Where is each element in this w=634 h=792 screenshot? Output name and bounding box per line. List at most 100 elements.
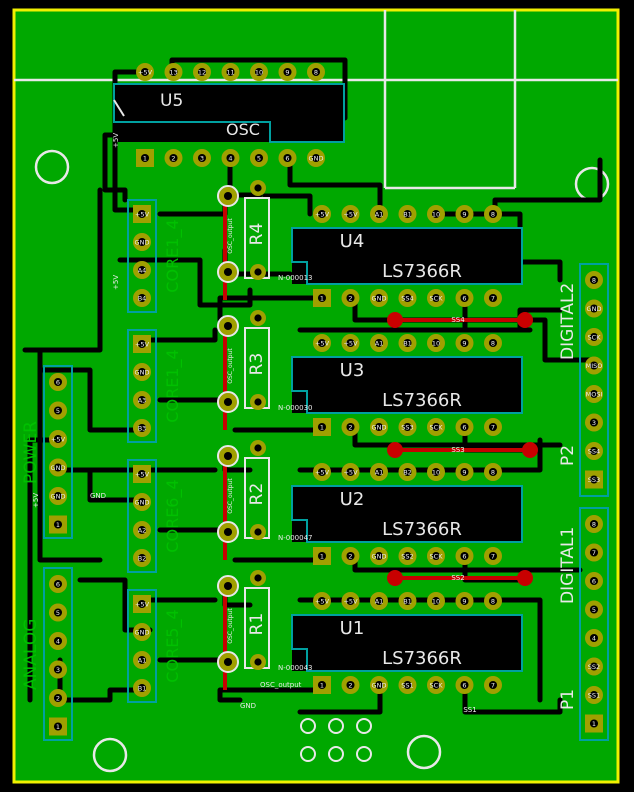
pad-hole [317,551,327,561]
pad-label: GND [587,305,602,313]
pad-hole [254,268,262,276]
pad-hole [254,314,262,322]
pad-hole [589,475,599,484]
pad-label: 6 [462,682,466,690]
pad: 1 [49,515,67,534]
pad-label: 10 [432,340,440,348]
pad-hole [460,293,469,303]
pad-hole [137,497,147,507]
pad: +5V [341,334,360,352]
pad-label: 1 [320,424,324,432]
ss-net-label: SS4 [451,316,465,324]
pad: +5V [49,430,67,448]
pad-hole [488,209,498,219]
pad-hole [374,209,384,219]
pad: 7 [585,543,603,562]
pad-label: 9 [462,598,466,606]
pad-label: SS4 [588,448,600,456]
power-outline [43,365,73,539]
pad-label: 8 [592,521,596,529]
u5-notch [113,99,125,117]
pad-hole [460,422,469,432]
pad-label: GND [135,369,150,377]
pad: SS4 [398,289,417,307]
pad: +5V [313,463,331,481]
pad-label: 2 [56,695,60,703]
pad-hole [169,67,178,77]
pad-hole [488,551,498,561]
via-hole [390,573,400,583]
pad [250,180,266,196]
pad-hole [223,657,233,667]
pad: B2 [398,463,417,481]
pad-hole [460,467,469,477]
pad-label: 7 [491,682,495,690]
pad-hole [431,293,441,303]
pad-label: B1 [403,340,412,348]
pad-hole [254,574,262,582]
pad: A1 [370,205,388,223]
pad-label: +5V [51,436,66,444]
pad-label: GND [135,239,150,247]
resistor-ring [217,651,239,673]
pad-label: B3 [138,425,147,433]
board-edge [12,8,620,784]
pad-label: SS1 [588,692,600,700]
pad-label: 12 [198,69,206,77]
pad-label: 4 [56,638,60,646]
pad-hole [53,491,63,501]
pad-label: SCK [430,682,444,690]
pad-label: 2 [348,295,352,303]
pad [219,263,237,281]
pad-hole [223,397,233,407]
pad-label: 1 [320,682,324,690]
pad-hole [374,551,384,561]
pad-label: GND [372,553,387,561]
pad-label: A1 [375,469,384,477]
pcb-track [352,427,563,448]
analog-ref: ANALOG [21,619,41,690]
pad-label: 8 [314,69,318,77]
pad-hole [53,579,63,589]
pad: 8 [484,463,502,481]
pad-label: SCK [430,295,444,303]
pad: GND [585,299,603,318]
pad-hole [431,209,441,219]
pad-label: 6 [56,379,60,387]
u5-ref: U5 [160,91,183,111]
pad-hole [137,293,147,303]
core-ref: CORE5_4 [163,609,183,682]
pad-hole [317,680,327,690]
pad: 11 [221,63,240,81]
pad-hole [589,275,599,285]
pad-hole [589,519,599,529]
ic-fab-outline [291,356,523,414]
pad-label: 6 [56,581,60,589]
pad: 8 [484,205,502,223]
pad-label: 6 [592,578,596,586]
digital1-outline [579,507,609,741]
pad-label: 1 [320,295,324,303]
pad-label: 7 [491,424,495,432]
pad-hole [374,596,384,606]
pad-hole [460,338,469,348]
pad-label: A3 [138,397,147,405]
mounting-hole [34,149,70,185]
pad: B2 [133,549,151,567]
pad-hole [589,576,599,586]
pad: +5V [313,334,331,352]
ic-body [292,615,522,671]
pad-label: 2 [348,553,352,561]
pad-hole [403,209,412,219]
pad-hole [488,596,498,606]
pad: A2 [133,521,151,539]
ic-body [292,357,522,413]
pad [250,654,266,670]
pad: GND [133,623,151,641]
pcb-track [262,193,313,217]
